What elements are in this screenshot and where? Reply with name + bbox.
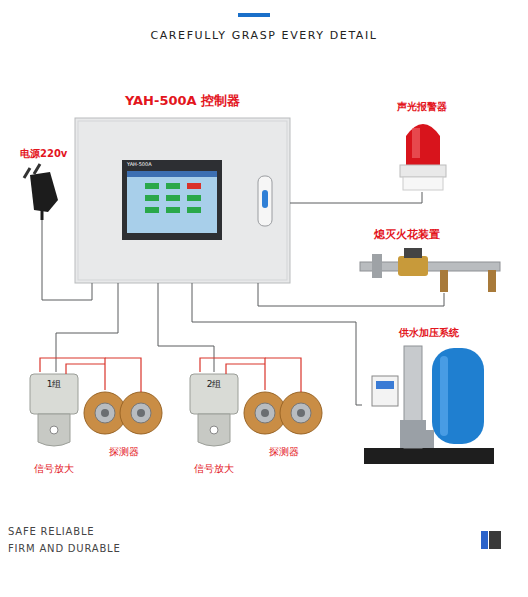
node-heading: 1组 <box>47 380 62 390</box>
node-heading: 2组 <box>207 380 222 390</box>
screen-bar <box>127 171 217 177</box>
alarm-base <box>400 165 446 177</box>
alarm-lamp: 声光报警器 <box>398 118 446 192</box>
screen-button <box>166 183 180 189</box>
signal-amplifier: 1组信号放大 <box>28 372 80 446</box>
door-lock <box>262 190 268 208</box>
valve <box>372 254 382 278</box>
plug-body <box>30 172 58 212</box>
tank-pipe <box>424 430 434 448</box>
alarm-dome <box>406 124 440 165</box>
detector-core <box>297 409 305 417</box>
solenoid-coil <box>404 248 422 258</box>
node-heading: 声光报警器 <box>397 101 447 112</box>
connection-wire <box>290 192 422 203</box>
cabinet-body <box>75 118 290 283</box>
detector-core <box>137 409 145 417</box>
amp-hole <box>50 426 58 434</box>
amp-plate <box>38 414 70 446</box>
connection-wire <box>56 283 118 372</box>
detector-disc <box>280 392 322 434</box>
plug-cable <box>41 210 44 220</box>
node-heading: 电源220v <box>20 148 67 159</box>
water-system: 供水加压系统 <box>362 345 495 468</box>
signal-wire <box>66 358 141 392</box>
door-handle <box>258 176 272 226</box>
connection-wire <box>200 358 265 390</box>
slogan-text: SAFE RELIABLE <box>8 526 94 537</box>
connection-wire <box>158 283 214 372</box>
connection-wire <box>42 220 92 300</box>
power-plug: 电源220v <box>18 165 66 220</box>
solenoid-valve <box>398 256 428 276</box>
touch-screen: YAH-500A <box>122 160 222 240</box>
connection-wire <box>40 358 105 390</box>
slogan-text: FIRM AND DURABLE <box>8 543 121 554</box>
screen-button <box>145 195 159 201</box>
pump-motor <box>400 420 426 448</box>
screen-button <box>166 195 180 201</box>
node-heading: 探测器 <box>109 446 139 457</box>
screen-display <box>127 171 217 233</box>
connection-wire <box>192 283 362 405</box>
detector-lens <box>131 403 151 423</box>
detector-lens <box>255 403 275 423</box>
node-text: 信号放大 <box>34 463 74 474</box>
detector-lens <box>95 403 115 423</box>
accent-bar <box>238 13 270 17</box>
screen-frame <box>122 160 222 240</box>
node-text: 信号放大 <box>194 463 234 474</box>
connection-wire <box>258 283 444 306</box>
alarm-foot <box>403 177 443 190</box>
spark-device: 熄灭火花装置 <box>358 248 503 293</box>
node-heading: YAH-500A <box>127 162 152 168</box>
corner-mark <box>481 531 488 549</box>
amp-box <box>30 374 78 414</box>
screen-button <box>166 207 180 213</box>
detector-disc <box>120 392 162 434</box>
screen-button <box>145 183 159 189</box>
nozzle-pipe <box>488 270 496 292</box>
corner-mark <box>489 531 501 549</box>
screen-button <box>187 183 201 189</box>
detector-pair: 探测器 <box>84 390 164 436</box>
nozzle-pipe <box>440 270 448 292</box>
detector-lens <box>291 403 311 423</box>
page-title: CAREFULLY GRASP EVERY DETAIL <box>0 30 528 42</box>
pressure-tank <box>432 348 484 444</box>
cabinet-door <box>78 121 287 280</box>
detector-core <box>101 409 109 417</box>
pump-base <box>364 448 494 464</box>
detector-pair: 探测器 <box>244 390 324 436</box>
amp-box <box>190 374 238 414</box>
signal-wire <box>226 358 301 392</box>
tank-shine <box>440 356 448 436</box>
control-display <box>376 381 394 389</box>
signal-amplifier: 2组信号放大 <box>188 372 240 446</box>
node-heading: YAH-500A 控制器 <box>125 94 240 108</box>
node-heading: 熄灭火花装置 <box>374 229 440 241</box>
detector-core <box>261 409 269 417</box>
screen-button <box>145 207 159 213</box>
amp-plate <box>198 414 230 446</box>
controller-box: YAH-500A 控制器YAH-500A <box>75 118 290 283</box>
control-box <box>372 376 398 406</box>
screen-button <box>187 195 201 201</box>
screen-button <box>187 207 201 213</box>
node-heading: 供水加压系统 <box>399 327 459 338</box>
alarm-shine <box>412 128 420 158</box>
node-heading: 探测器 <box>269 446 299 457</box>
amp-hole <box>210 426 218 434</box>
